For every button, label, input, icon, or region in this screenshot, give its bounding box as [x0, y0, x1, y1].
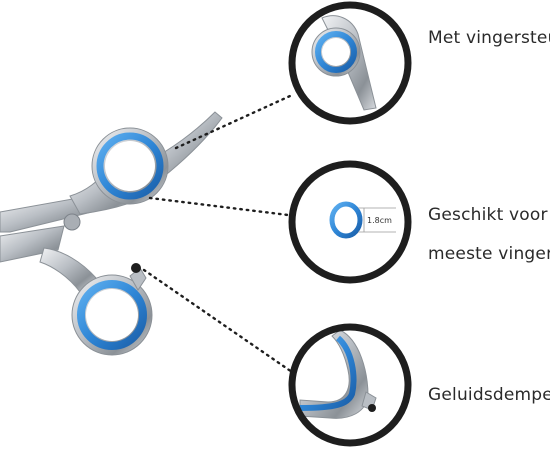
lower-ring-insert [77, 280, 147, 350]
silencer-closeup [368, 404, 376, 412]
blade-lower [0, 225, 65, 263]
upper-ring-insert [96, 132, 164, 200]
ring-diameter-label: 1.8cm [367, 216, 392, 225]
silencer-knob [131, 263, 141, 273]
leader-line-bottom [142, 268, 294, 374]
leader-line-middle [148, 196, 290, 217]
leader-line-top [174, 94, 292, 150]
pivot-screw [63, 213, 81, 231]
scissors [0, 111, 223, 356]
leader-lines [142, 94, 294, 374]
callout-silencer: Geluidsdemper [428, 385, 550, 405]
callout-finger-rest: Met vingersteun [428, 28, 550, 48]
zoom-circle-finger-rest [288, 1, 412, 125]
blade-upper [0, 197, 93, 233]
callout-fits-most-fingers-line1: Geschikt voor [428, 205, 548, 225]
zoom-circle-silencer [288, 323, 412, 447]
ring-insert-closeup [329, 201, 363, 239]
zoom-circle-ring-size: 1.8cm [288, 160, 412, 284]
callout-fits-most-fingers-line2: meeste vingers [428, 244, 550, 264]
